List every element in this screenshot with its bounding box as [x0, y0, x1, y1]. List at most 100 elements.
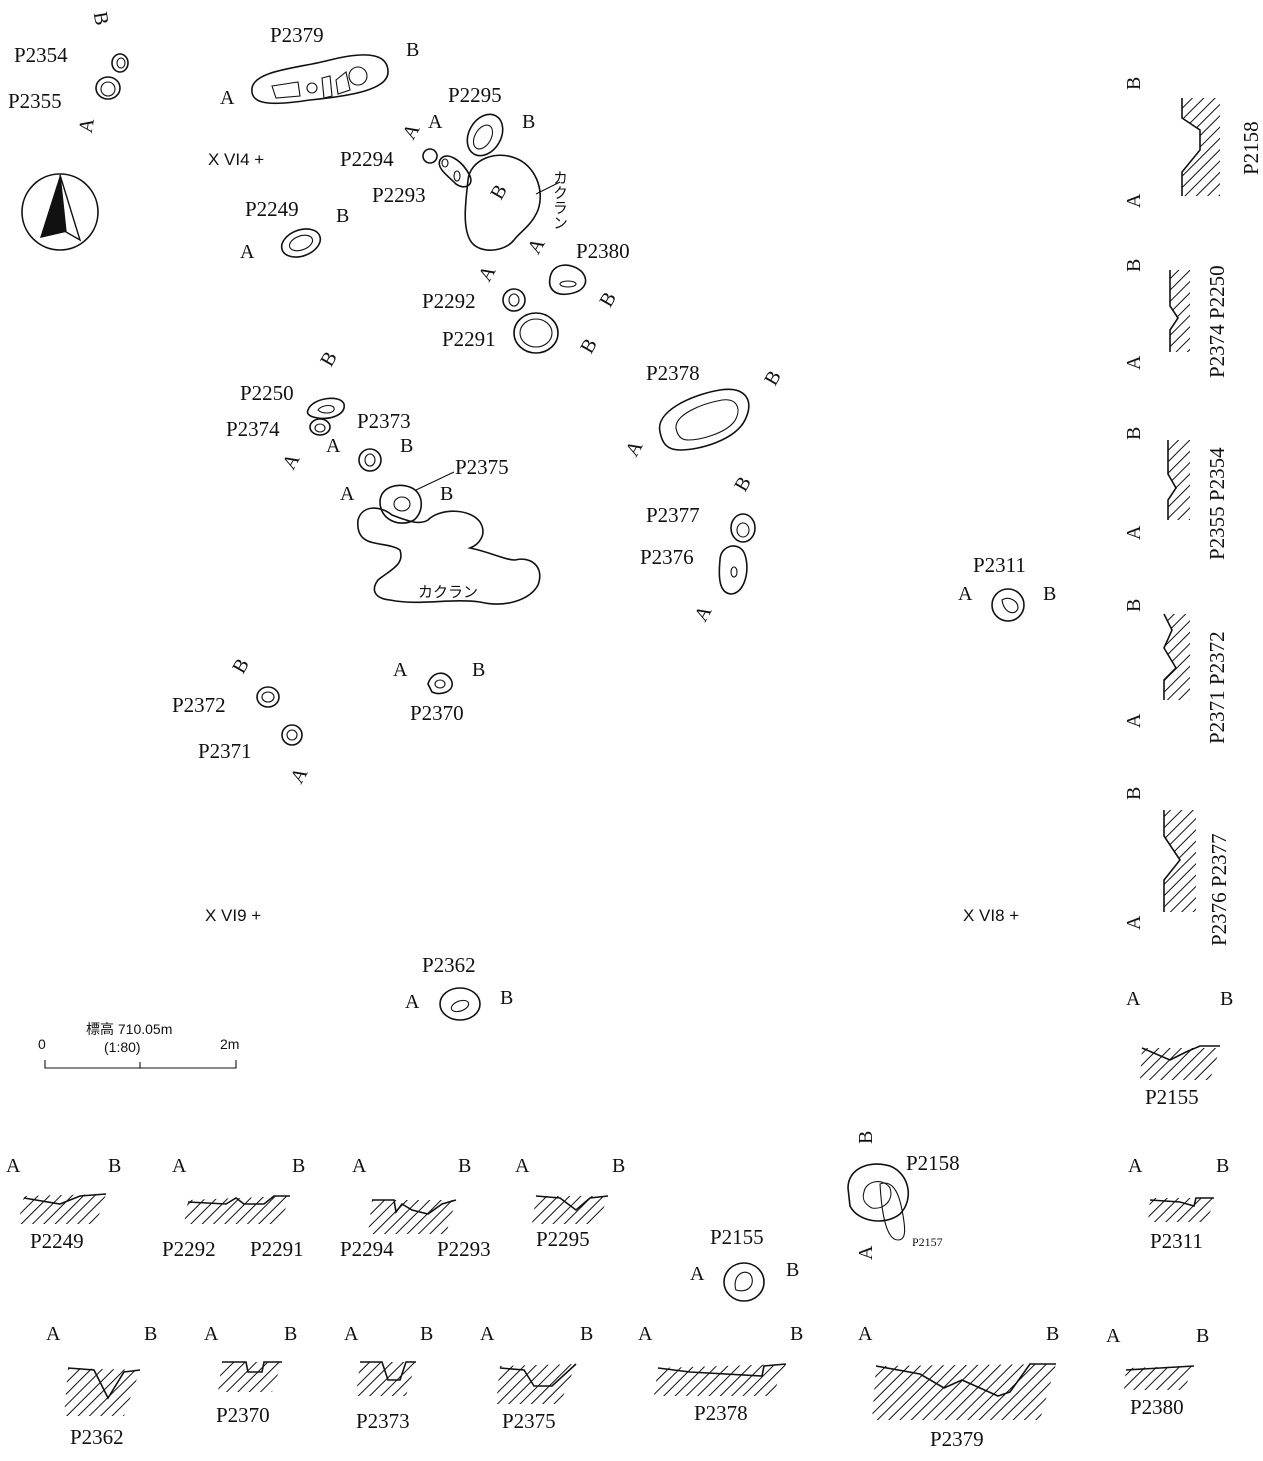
section-P2375: A B P2375 [480, 1323, 593, 1433]
section-P2362: A B P2362 [46, 1323, 157, 1449]
svg-text:P2293: P2293 [437, 1237, 491, 1261]
disturbance-area-north: カクラン B [464, 154, 569, 251]
svg-text:A: A [480, 1323, 495, 1345]
svg-text:B: B [1123, 599, 1145, 612]
pit-P2292-P2291: P2292 P2291 A B [422, 261, 602, 357]
svg-text:A: A [690, 1263, 705, 1285]
svg-text:B: B [472, 659, 485, 681]
svg-text:A: A [1128, 1155, 1143, 1177]
svg-text:P2249: P2249 [245, 197, 299, 221]
pit-P2295: P2295 A B [428, 83, 535, 157]
svg-text:A: A [352, 1155, 367, 1177]
svg-text:B: B [1123, 259, 1145, 272]
svg-text:P2355 P2354: P2355 P2354 [1205, 447, 1229, 560]
svg-text:B: B [400, 435, 413, 457]
svg-text:B: B [1043, 583, 1056, 605]
svg-text:A: A [958, 583, 973, 605]
svg-text:A: A [474, 261, 501, 285]
svg-text:P2295: P2295 [448, 83, 502, 107]
svg-text:P2375: P2375 [502, 1409, 556, 1433]
svg-text:A: A [1123, 915, 1145, 930]
svg-text:P2311: P2311 [1150, 1229, 1203, 1253]
svg-text:A: A [1123, 525, 1145, 540]
svg-text:P2379: P2379 [930, 1427, 984, 1451]
section-P2295: A B P2295 [515, 1155, 625, 1251]
section-P2249: A B P2249 [6, 1155, 121, 1253]
svg-text:P2373: P2373 [357, 409, 411, 433]
svg-text:A: A [172, 1155, 187, 1177]
section-P2311: A B P2311 [1128, 1155, 1229, 1253]
svg-text:B: B [440, 483, 453, 505]
pit-P2155: P2155 A B [690, 1225, 799, 1302]
svg-text:A: A [621, 436, 648, 460]
svg-text:P2376 P2377: P2376 P2377 [1207, 833, 1231, 946]
svg-text:B: B [228, 655, 254, 678]
svg-text:A: A [286, 763, 313, 787]
svg-text:P2354: P2354 [14, 43, 68, 67]
svg-text:P2155: P2155 [1145, 1085, 1199, 1109]
svg-text:P2370: P2370 [410, 701, 464, 725]
svg-text:カクラン: カクラン [418, 583, 478, 601]
svg-text:P2158: P2158 [1239, 121, 1263, 175]
svg-text:A: A [220, 87, 235, 109]
svg-text:P2380: P2380 [1130, 1395, 1184, 1419]
svg-text:P2378: P2378 [694, 1401, 748, 1425]
svg-text:A: A [326, 435, 341, 457]
section-vertical-P2158: B A P2158 [1123, 77, 1263, 208]
svg-text:P2371: P2371 [198, 739, 252, 763]
svg-text:P2355: P2355 [8, 89, 62, 113]
svg-text:P2370: P2370 [216, 1403, 270, 1427]
svg-text:B: B [1123, 787, 1145, 800]
svg-text:B: B [730, 473, 756, 496]
pit-P2370: P2370 A B [393, 659, 485, 725]
section-P2370: A B P2370 [204, 1323, 297, 1427]
svg-text:B: B [500, 987, 513, 1009]
svg-text:P2374 P2250: P2374 P2250 [1205, 265, 1229, 378]
svg-text:A: A [240, 241, 255, 263]
svg-text:P2157: P2157 [912, 1235, 943, 1249]
section-P2378: A B P2378 [638, 1323, 803, 1425]
svg-text:B: B [790, 1323, 803, 1345]
svg-text:P2292: P2292 [422, 289, 476, 313]
svg-text:B: B [522, 111, 535, 133]
grid-marker-xvi8: X VI8 + [963, 906, 1019, 925]
svg-text:B: B [760, 367, 786, 390]
svg-text:B: B [108, 1155, 121, 1177]
svg-text:A: A [398, 119, 425, 143]
pit-P2372-P2371: P2372 P2371 B A [172, 655, 313, 788]
svg-text:A: A [46, 1323, 61, 1345]
svg-text:A: A [340, 483, 355, 505]
svg-text:P2155: P2155 [710, 1225, 764, 1249]
svg-text:P2294: P2294 [340, 147, 394, 171]
svg-text:B: B [786, 1259, 799, 1281]
svg-text:P2380: P2380 [576, 239, 630, 263]
pit-P2249: P2249 A B [240, 197, 349, 263]
svg-text:B: B [855, 1131, 877, 1144]
section-P2379: A B P2379 [858, 1323, 1059, 1451]
svg-text:B: B [1196, 1325, 1209, 1347]
section-P2155: A B P2155 [1126, 988, 1233, 1109]
svg-text:A: A [855, 1245, 877, 1260]
svg-text:A: A [1123, 355, 1145, 370]
svg-text:A: A [858, 1323, 873, 1345]
pit-P2311: P2311 A B [958, 553, 1056, 622]
svg-text:A: A [428, 111, 443, 133]
svg-text:A: A [75, 116, 99, 135]
grid-marker-xvi9: X VI9 + [205, 906, 261, 925]
grid-marker-xvi4: X VI4 + [208, 150, 264, 169]
svg-text:A: A [204, 1323, 219, 1345]
svg-text:2m: 2m [220, 1036, 239, 1052]
svg-text:B: B [336, 205, 349, 227]
svg-text:P2362: P2362 [70, 1425, 124, 1449]
pit-P2377-P2376: P2377 P2376 B A [640, 473, 756, 626]
section-vertical-P2374-P2250: B A P2374 P2250 [1123, 259, 1229, 378]
svg-text:A: A [523, 234, 550, 258]
svg-text:B: B [316, 348, 342, 371]
svg-text:A: A [405, 991, 420, 1013]
pit-P2250-P2374-P2373: P2250 P2374 P2373 B A A B [226, 348, 413, 474]
svg-text:B: B [1123, 77, 1145, 90]
pit-P2354-P2355: P2354 P2355 B A [8, 10, 129, 135]
svg-text:B: B [595, 288, 621, 311]
svg-text:P2377: P2377 [646, 503, 700, 527]
svg-text:P2293: P2293 [372, 183, 426, 207]
